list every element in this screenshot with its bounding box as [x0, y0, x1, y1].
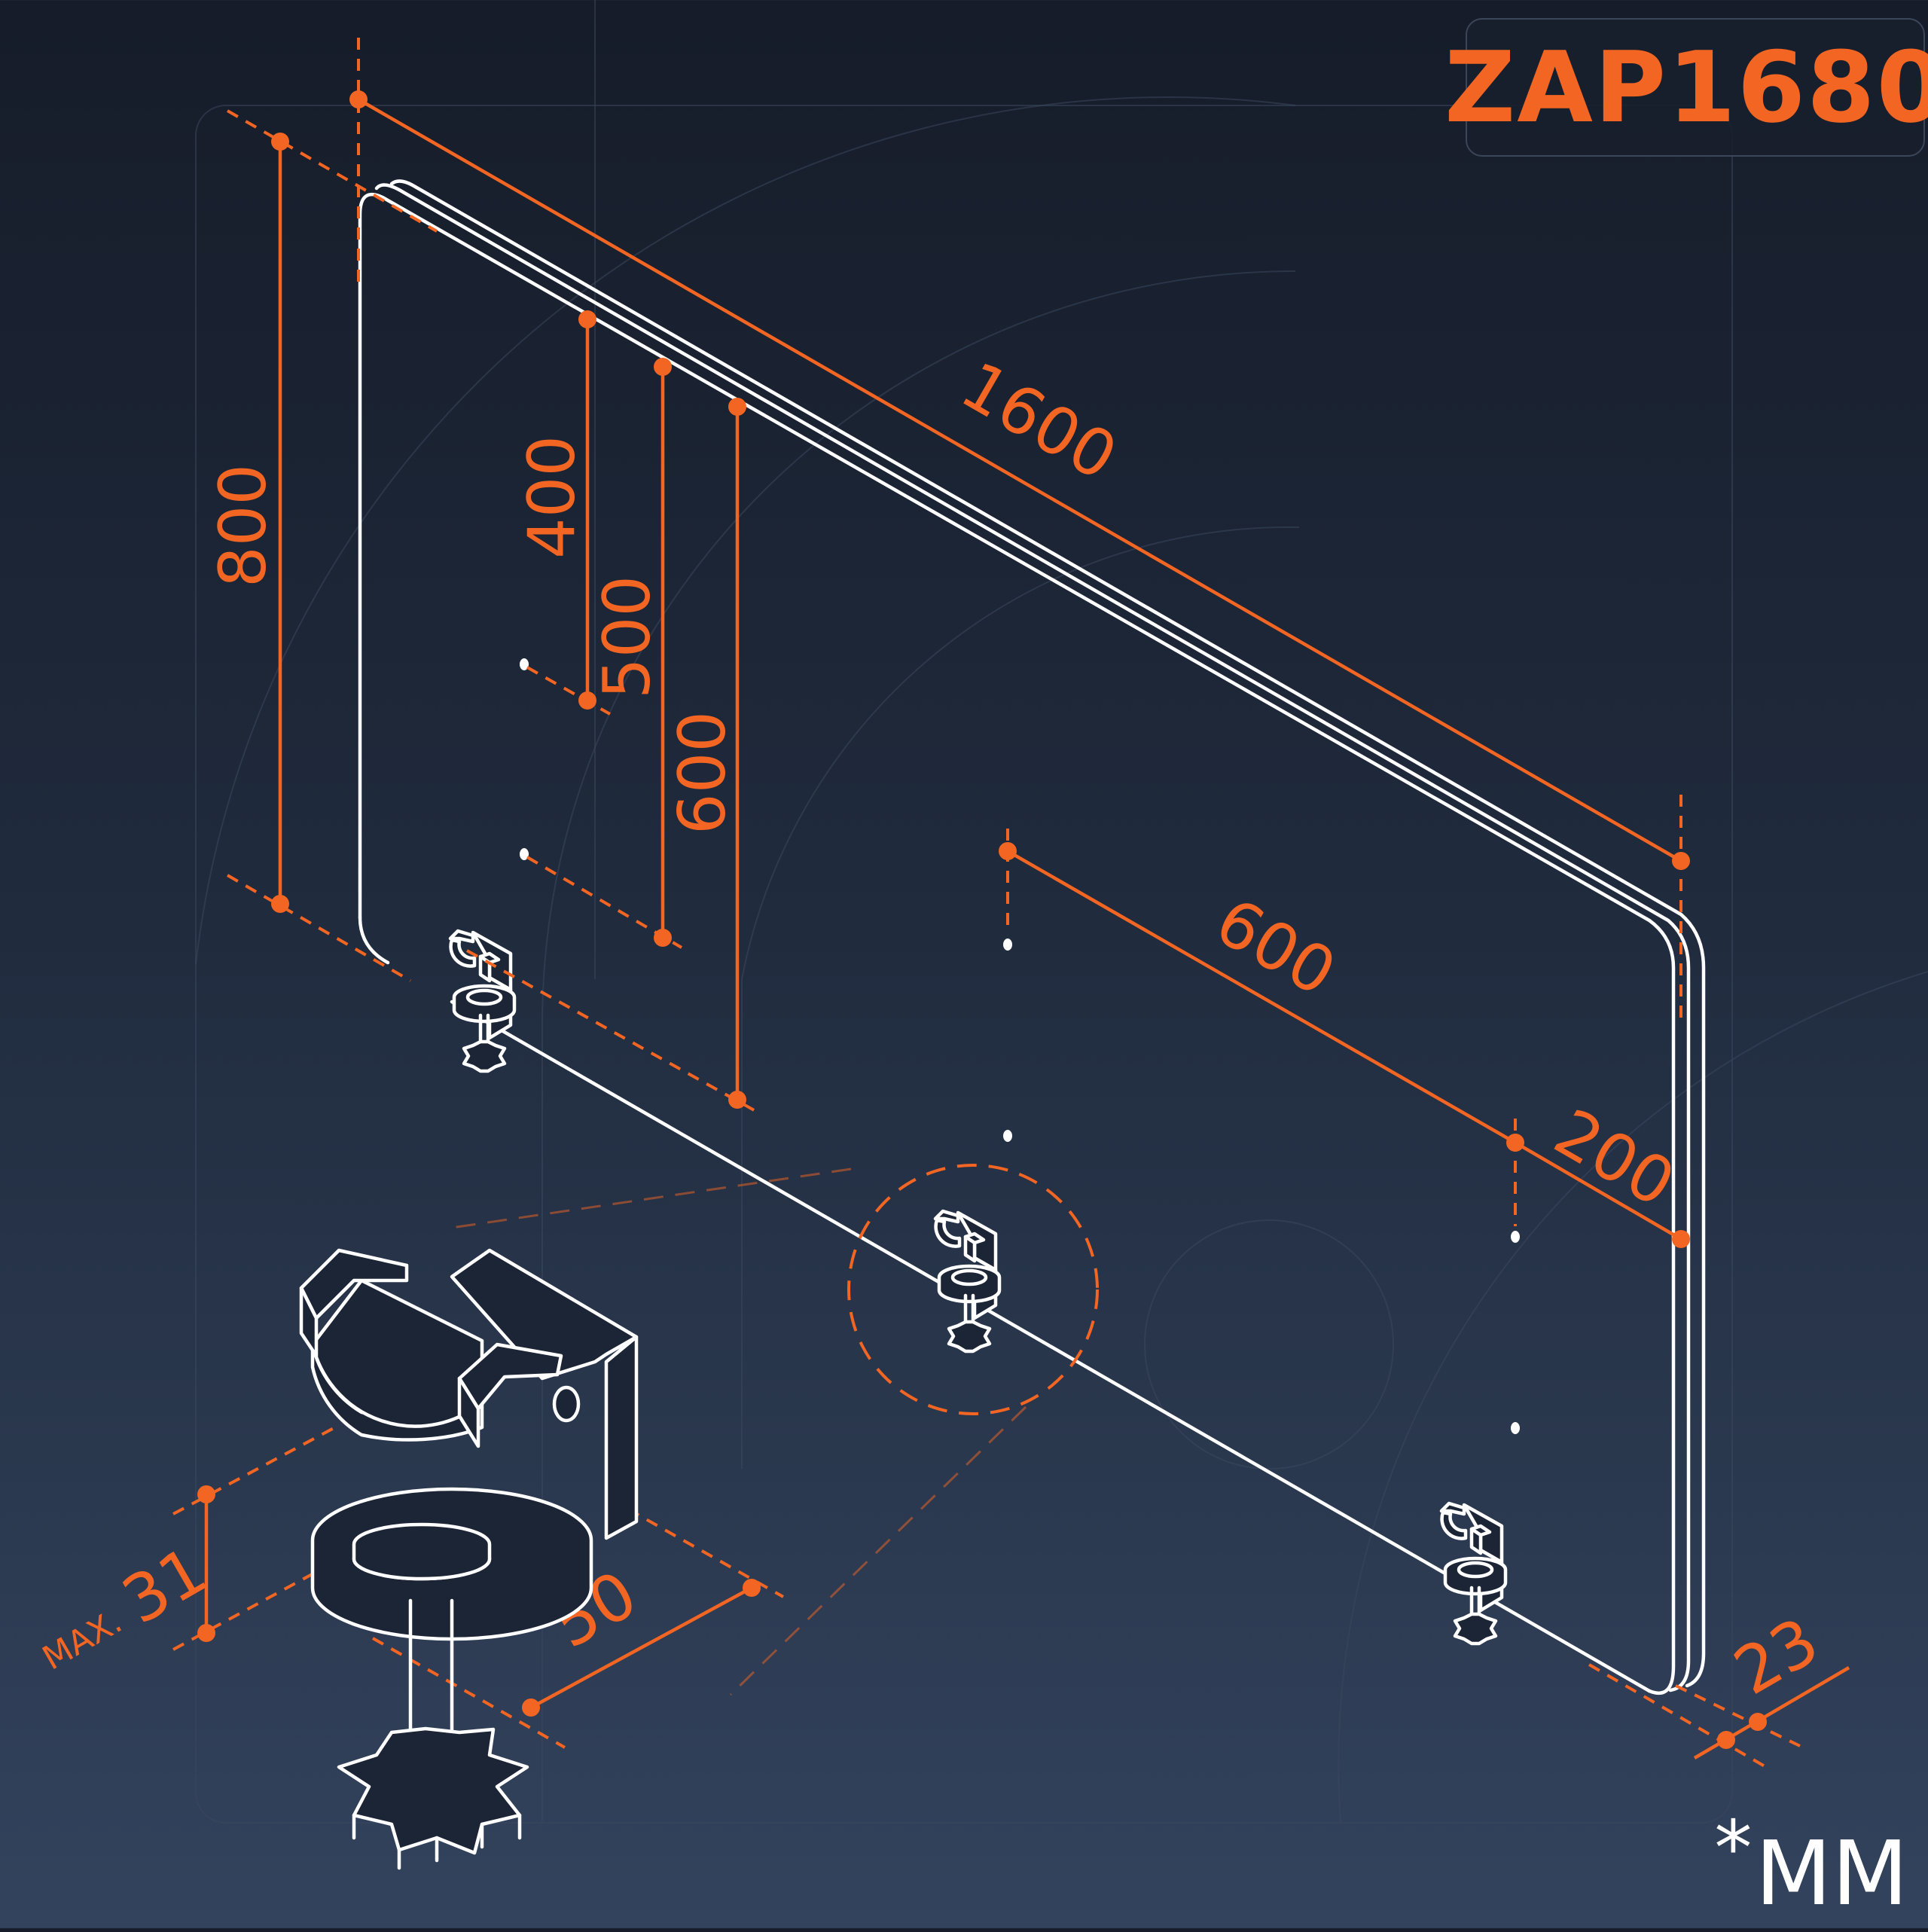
unit-note: *MM [1714, 1829, 1908, 1918]
model-badge: ZAP1680 [1466, 18, 1925, 157]
desk-clamp-icon [1441, 1503, 1505, 1644]
thickness-label: 23 [1722, 1604, 1832, 1710]
max-opening-label: 31 [111, 1533, 220, 1639]
clamp-height-600-label: 600 [665, 711, 740, 835]
unit-label: MM [1755, 1821, 1908, 1925]
desk-clamp-detail-icon [301, 1250, 636, 1868]
unit-asterisk: * [1714, 1804, 1752, 1892]
hole-offset-label: 200 [1542, 1095, 1687, 1222]
hole [1003, 1130, 1012, 1142]
desk-clamp-icon [450, 931, 514, 1071]
hole [1511, 1422, 1520, 1434]
model-code: ZAP1680 [1444, 38, 1928, 136]
hole [1003, 939, 1012, 951]
clamp-height-400-label: 400 [514, 435, 590, 559]
dimension-labels: 1600 800 400 500 600 600 200 23 50 MAX. … [36, 348, 1831, 1711]
width-label: 1600 [949, 348, 1130, 496]
desk-clamp-icon [935, 1211, 999, 1351]
hole [1511, 1231, 1520, 1243]
hole-spacing-label: 600 [1203, 884, 1348, 1012]
clamp-height-500-label: 500 [590, 575, 665, 699]
max-label: MAX. [36, 1602, 129, 1677]
height-label: 800 [206, 464, 281, 588]
